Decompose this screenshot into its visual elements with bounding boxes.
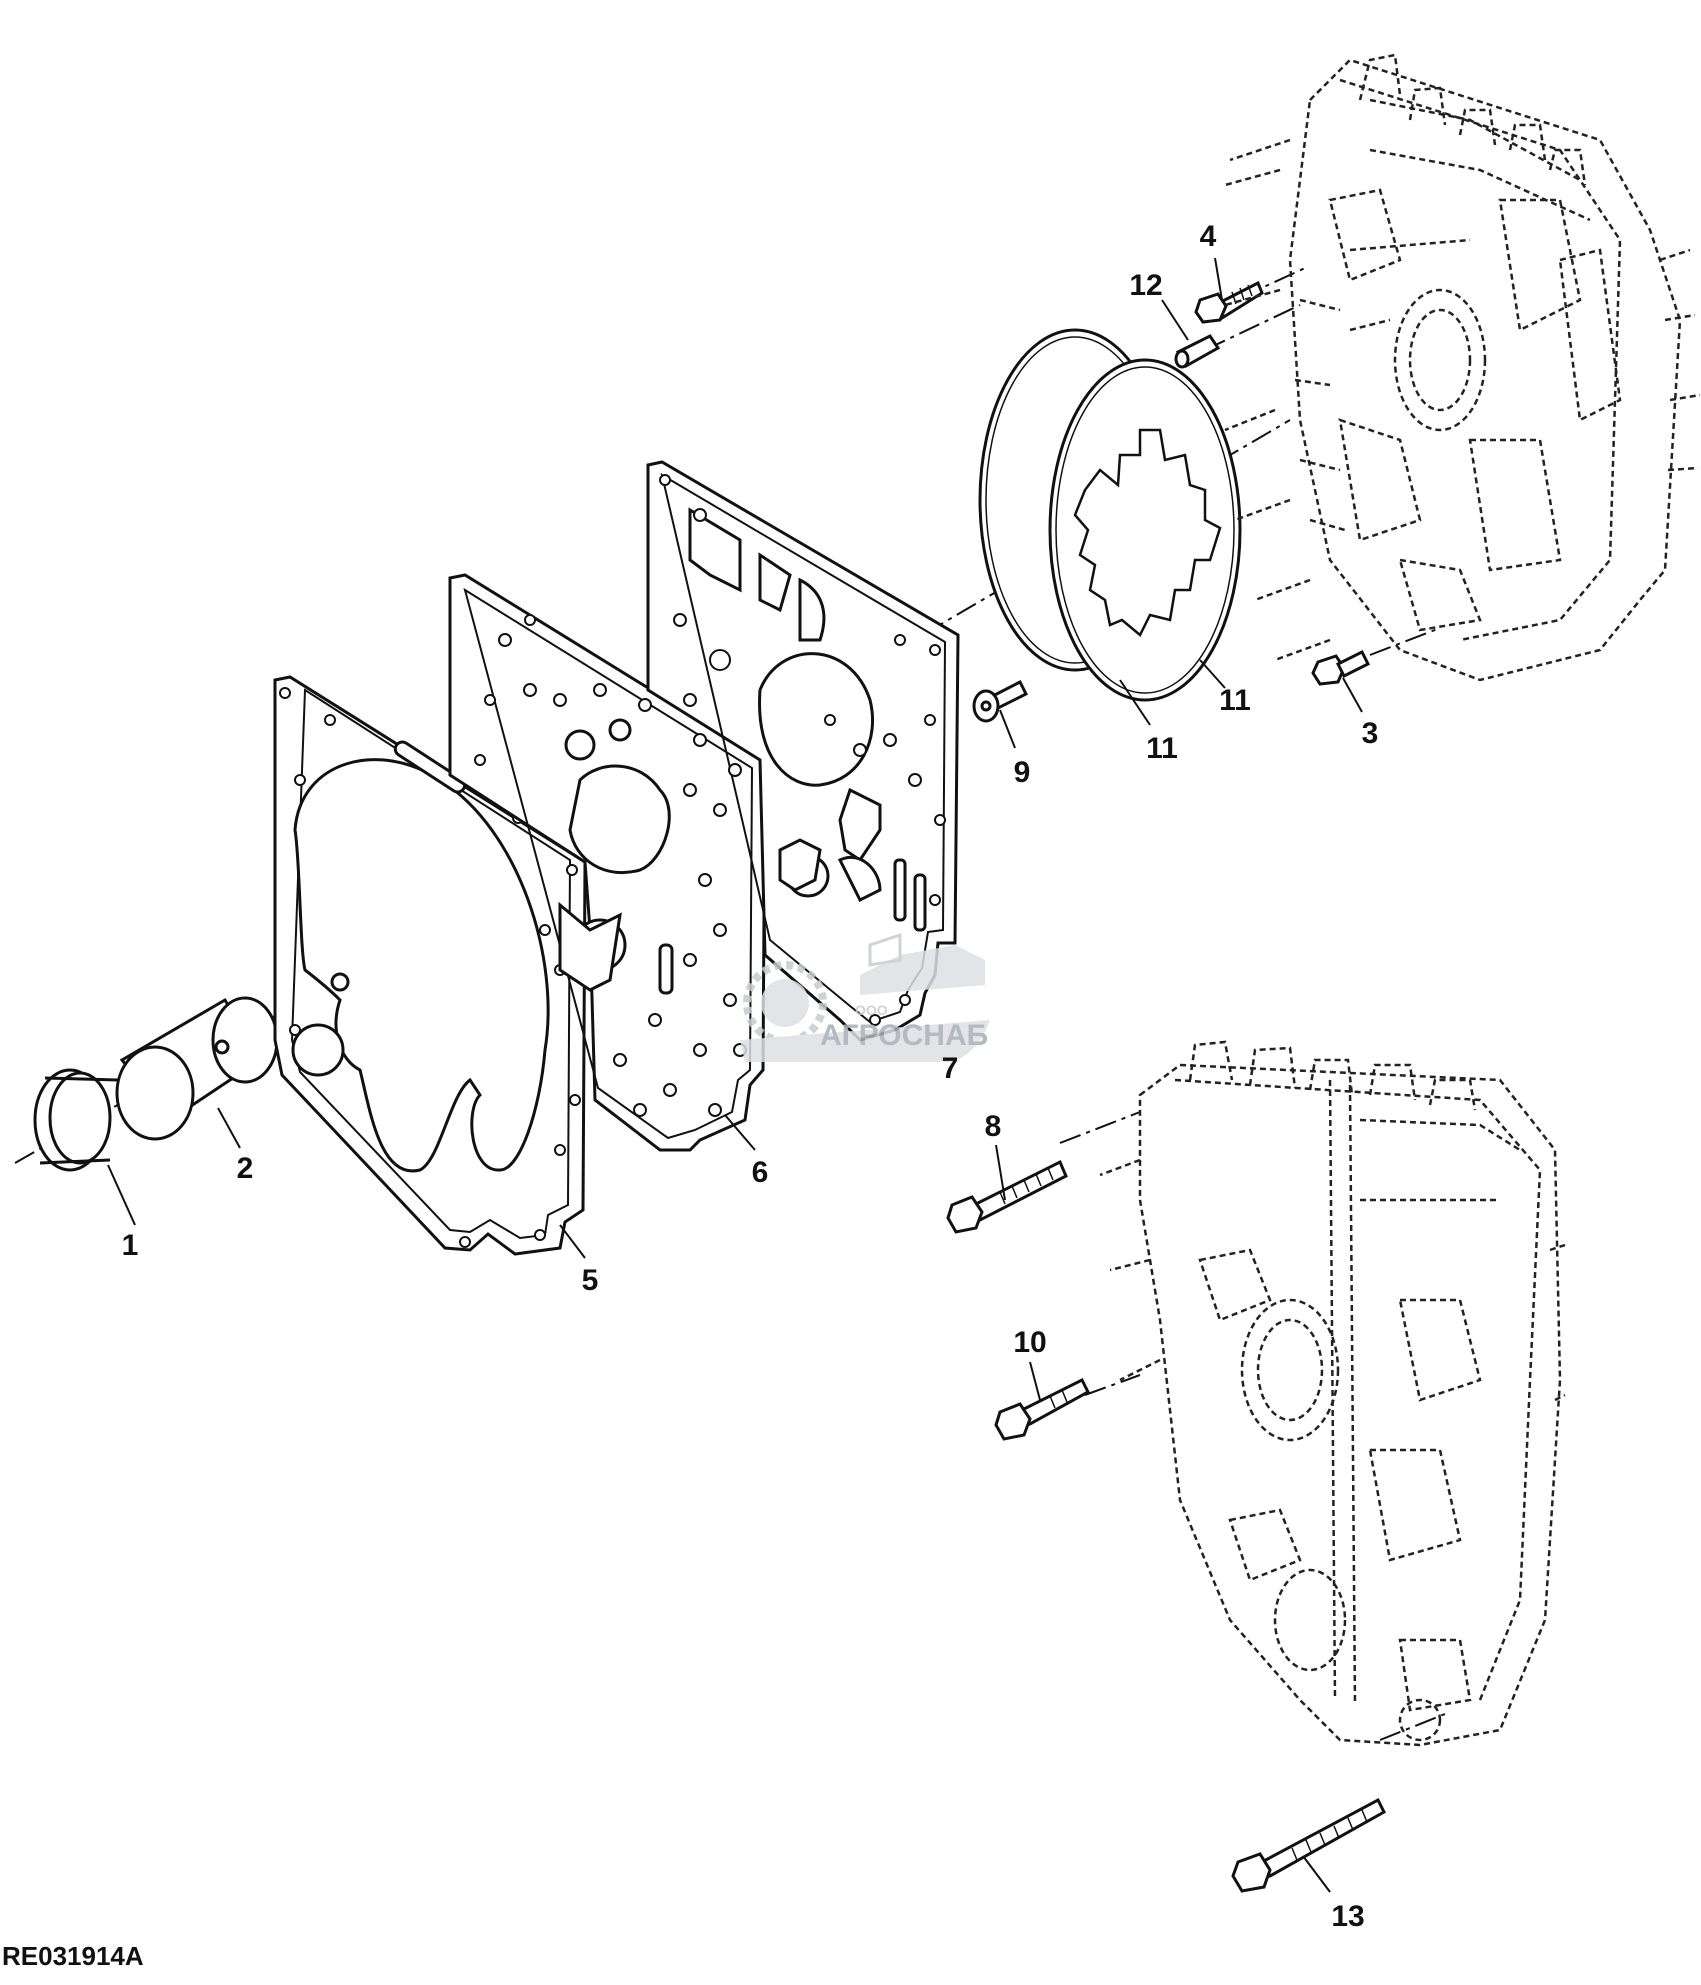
callout-5: 5 [582, 1264, 599, 1297]
callouts: 1 2 3 4 5 6 7 8 9 10 11 11 12 13 [122, 220, 1379, 1933]
callout-11-front: 11 [1146, 732, 1178, 765]
part-13-bolt [1231, 1797, 1386, 1893]
watermark-small-text: ООО [855, 1002, 888, 1018]
part-3-bolt [1311, 649, 1371, 686]
callout-11-rear: 11 [1219, 684, 1251, 717]
part-8-bolt [946, 1159, 1068, 1234]
callout-9: 9 [1014, 756, 1031, 789]
part-11-disc-rear [1048, 358, 1242, 702]
watermark-name-text: АГРОСНАБ [820, 1019, 988, 1052]
part-6-separator-plate [448, 573, 767, 1152]
upper-valve-body [1288, 53, 1701, 682]
part-1-seal-ring [33, 1068, 119, 1172]
callout-4: 4 [1200, 220, 1217, 253]
callout-7: 7 [942, 1052, 959, 1085]
part-12-dowel-pin [1174, 334, 1221, 369]
callout-1: 1 [122, 1229, 139, 1262]
part-9-screw [972, 679, 1029, 723]
watermark-logo: ООО АГРОСНАБ [740, 932, 990, 1062]
callout-3: 3 [1362, 717, 1379, 750]
callout-12: 12 [1129, 269, 1162, 302]
lower-valve-body [1099, 1040, 1566, 1747]
part-4-bolt [1194, 280, 1264, 324]
part-2-bushing [115, 996, 279, 1141]
callout-8: 8 [985, 1110, 1002, 1143]
part-5-gasket [273, 675, 587, 1256]
leader-lines [107, 257, 1363, 1893]
upper-valve-body-stubs [1224, 138, 1331, 662]
figure-id: RE031914A [2, 1941, 144, 1971]
part-10-bolt [994, 1377, 1090, 1441]
callout-13: 13 [1331, 1900, 1364, 1933]
callout-2: 2 [237, 1152, 254, 1185]
callout-6: 6 [752, 1156, 769, 1189]
callout-10: 10 [1013, 1326, 1046, 1359]
